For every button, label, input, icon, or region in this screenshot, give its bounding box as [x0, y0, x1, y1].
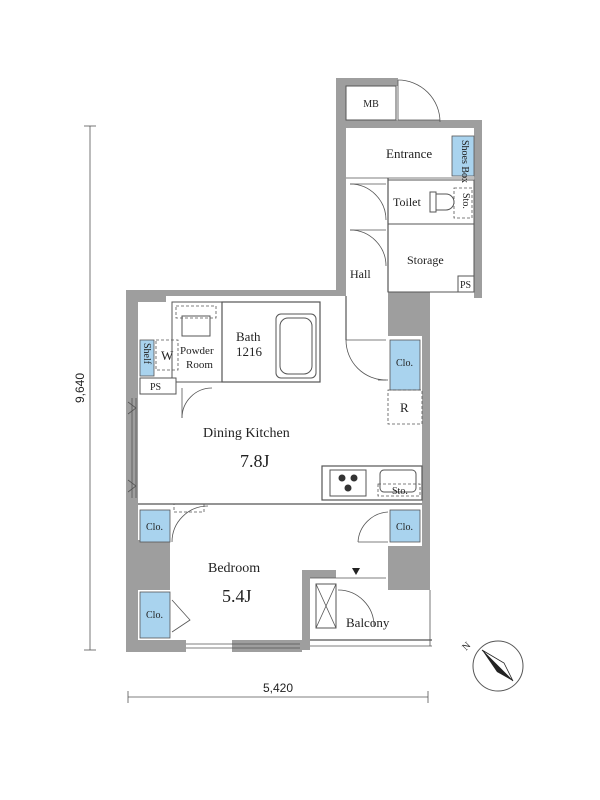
closet-2: Clo. — [139, 509, 171, 543]
entrance-door[interactable] — [397, 79, 441, 123]
ps-top-label: PS — [460, 280, 471, 291]
bath-label: Bath — [236, 329, 261, 344]
washer-label: W — [161, 348, 174, 363]
closet-2-label: Clo. — [146, 522, 163, 533]
toilet-label: Toilet — [393, 195, 421, 209]
exterior-walls — [126, 78, 482, 652]
compass-north-label: N — [460, 640, 473, 653]
closet-3: Clo. — [389, 509, 421, 543]
dining-windows — [127, 398, 137, 498]
bedroom-size: 5.4J — [222, 586, 252, 606]
shelf-label: Shelf — [141, 343, 152, 365]
shoes-box-label: Shoes Box — [459, 140, 470, 183]
sink-icon — [181, 315, 211, 337]
refrigerator: R — [387, 389, 423, 425]
closet-1: Clo. — [389, 339, 421, 391]
compass-icon: N — [460, 640, 524, 692]
shoes-box: Shoes Box — [451, 135, 475, 183]
toilet-storage-label: Sto. — [460, 193, 471, 209]
width-dimension-label: 5,420 — [263, 681, 293, 695]
closet-4-label: Clo. — [146, 610, 163, 621]
width-dimension: 5,420 — [127, 681, 429, 703]
toilet-bowl-tank — [429, 191, 437, 213]
dining-kitchen-size: 7.8J — [240, 451, 270, 471]
meter-box: MB — [345, 85, 397, 121]
height-dimension-label: 9,640 — [73, 373, 87, 403]
bedroom-window — [186, 643, 300, 649]
storage-room: Storage PS — [387, 223, 475, 293]
column-right — [388, 546, 430, 590]
kitchen-sink-icon — [379, 469, 417, 493]
closet-3-label: Clo. — [396, 522, 413, 533]
storage-label: Storage — [407, 253, 444, 267]
toilet-bowl — [435, 193, 455, 211]
bath-size-label: 1216 — [236, 344, 263, 359]
stove-icon — [329, 469, 367, 497]
bath-room: Bath 1216 — [221, 301, 321, 383]
bathtub — [275, 313, 317, 379]
closet-4: Clo. — [139, 591, 191, 639]
hall-label: Hall — [350, 267, 371, 281]
laundry-area: Shelf W PS — [139, 339, 179, 395]
kitchen-storage-label: Sto. — [392, 486, 408, 497]
column-top — [388, 292, 430, 336]
refrigerator-label: R — [400, 400, 409, 415]
powder-label-2: Room — [186, 359, 213, 371]
kitchen-counter: Sto. — [321, 465, 423, 501]
powder-room: Powder Room — [171, 301, 223, 383]
balcony: Balcony — [310, 568, 432, 647]
mb-label: MB — [363, 99, 379, 110]
powder-label-1: Powder — [180, 345, 214, 357]
balcony-label: Balcony — [346, 615, 390, 630]
dining-kitchen-label: Dining Kitchen — [203, 426, 290, 441]
toilet-room: Toilet Sto. — [387, 179, 475, 225]
entrance-label: Entrance — [386, 146, 432, 161]
ps-left-label: PS — [150, 382, 161, 393]
height-dimension: 9,640 — [73, 125, 96, 651]
bedroom-label: Bedroom — [208, 561, 260, 576]
closet-1-label: Clo. — [396, 358, 413, 369]
